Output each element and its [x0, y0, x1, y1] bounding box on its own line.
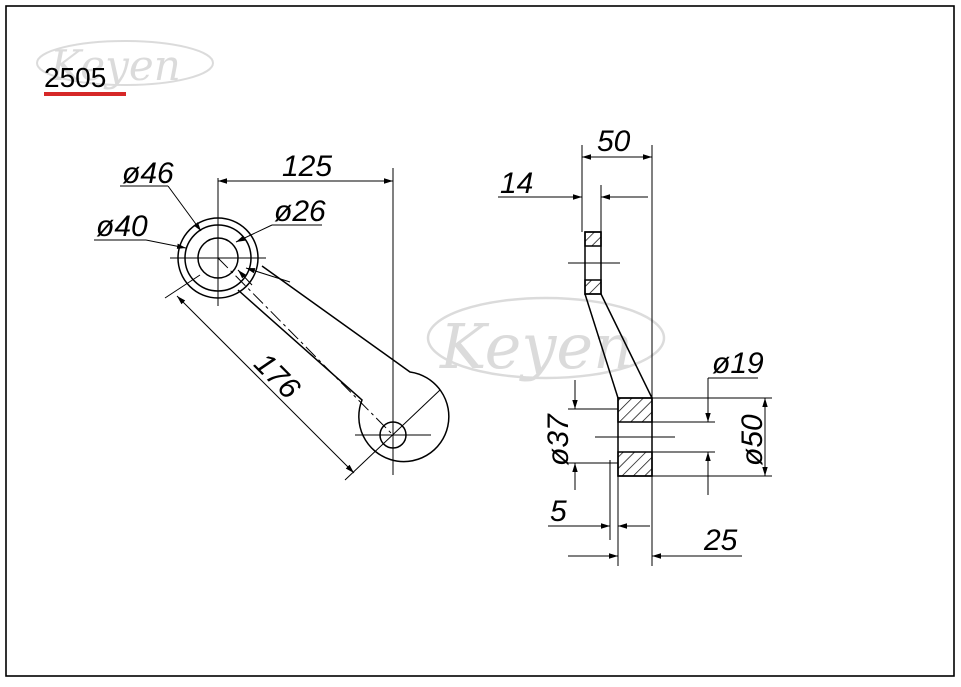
- arm-edge-right: [600, 293, 653, 399]
- dim-176-line: [176, 295, 355, 474]
- dim-base-label: 25: [703, 524, 738, 557]
- dim-176-ext-2: [344, 389, 441, 481]
- dim-hub-dia-label: ø37: [542, 413, 575, 466]
- dim-40-leader: [145, 239, 187, 249]
- dim-total-width-label: 50: [597, 125, 631, 158]
- dim-bore-dia-label: ø26: [274, 195, 326, 228]
- dim-26-leader: [235, 224, 273, 243]
- hub-hatch-bottom: [617, 451, 653, 477]
- arm-outline: [237, 265, 450, 463]
- dim-ring-leader: [245, 267, 291, 283]
- dim-outer-dia-label-side: ø50: [736, 414, 769, 466]
- dim-top-width-label: 14: [500, 167, 533, 200]
- dim-ring-dia-label: ø40: [96, 210, 148, 243]
- drawing-frame: [5, 5, 955, 677]
- dim-26-leader-2: [237, 269, 253, 286]
- top-block-hatch-2: [584, 279, 602, 295]
- dim-horizontal-label: 125: [282, 150, 332, 183]
- hub-hatch-top: [617, 397, 653, 423]
- dim-hole-dia-label: ø19: [712, 347, 764, 380]
- top-block-hatch-1: [584, 231, 602, 247]
- svg-text:Keyen: Keyen: [49, 41, 181, 90]
- dim-outer-dia-label: ø46: [122, 157, 174, 190]
- svg-text:Keyen: Keyen: [439, 310, 633, 383]
- side-view: [498, 145, 772, 566]
- watermark-logo-top: Keyen: [36, 40, 214, 90]
- dim-offset-label: 5: [550, 495, 567, 528]
- watermark-logo-center: Keyen: [426, 296, 666, 383]
- dim-176-ext-1: [164, 274, 201, 299]
- dim-46-leader: [167, 185, 202, 232]
- front-view: [94, 168, 450, 481]
- part-code: 2505: [44, 62, 106, 93]
- arm-centerline: [217, 257, 394, 436]
- dim-arm-length-label: 176: [247, 347, 306, 406]
- arm-edge-left: [584, 293, 619, 399]
